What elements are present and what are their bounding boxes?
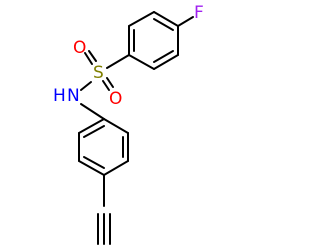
bond [78, 118, 105, 134]
bond [78, 160, 105, 176]
bond [103, 118, 129, 134]
bond-inner [153, 50, 174, 63]
bond-n-c [80, 103, 105, 120]
bond-inner [153, 18, 174, 31]
atom-fluorine: F [194, 3, 204, 23]
atom-oxygen-bottom: O [109, 89, 122, 109]
bond-inner [83, 125, 105, 138]
bond [128, 11, 155, 27]
bond-s-o-bottom [102, 80, 110, 91]
atom-nitrogen: N [67, 86, 80, 106]
atom-sulfur: S [93, 63, 104, 83]
bond-c-f [177, 16, 194, 27]
bond [153, 11, 179, 27]
bond-inner [83, 156, 105, 169]
ethynylphenyl-ring [78, 118, 129, 176]
atom-labels: F S O O H N [53, 3, 204, 109]
bond [128, 54, 155, 70]
fluorophenyl-ring [128, 11, 179, 70]
bond-s-n [80, 81, 92, 91]
bond-c-s [106, 54, 130, 69]
bond-s-o-bottom [106, 77, 114, 88]
bond-s-o-top [84, 52, 93, 65]
bond [153, 54, 179, 70]
bond [103, 160, 129, 176]
bond-s-o-top [88, 50, 97, 62]
bonds [78, 11, 194, 245]
atom-oxygen-top: O [73, 38, 86, 58]
atom-hydrogen: H [53, 86, 66, 106]
molecule-structure: F S O O H N [53, 3, 204, 245]
